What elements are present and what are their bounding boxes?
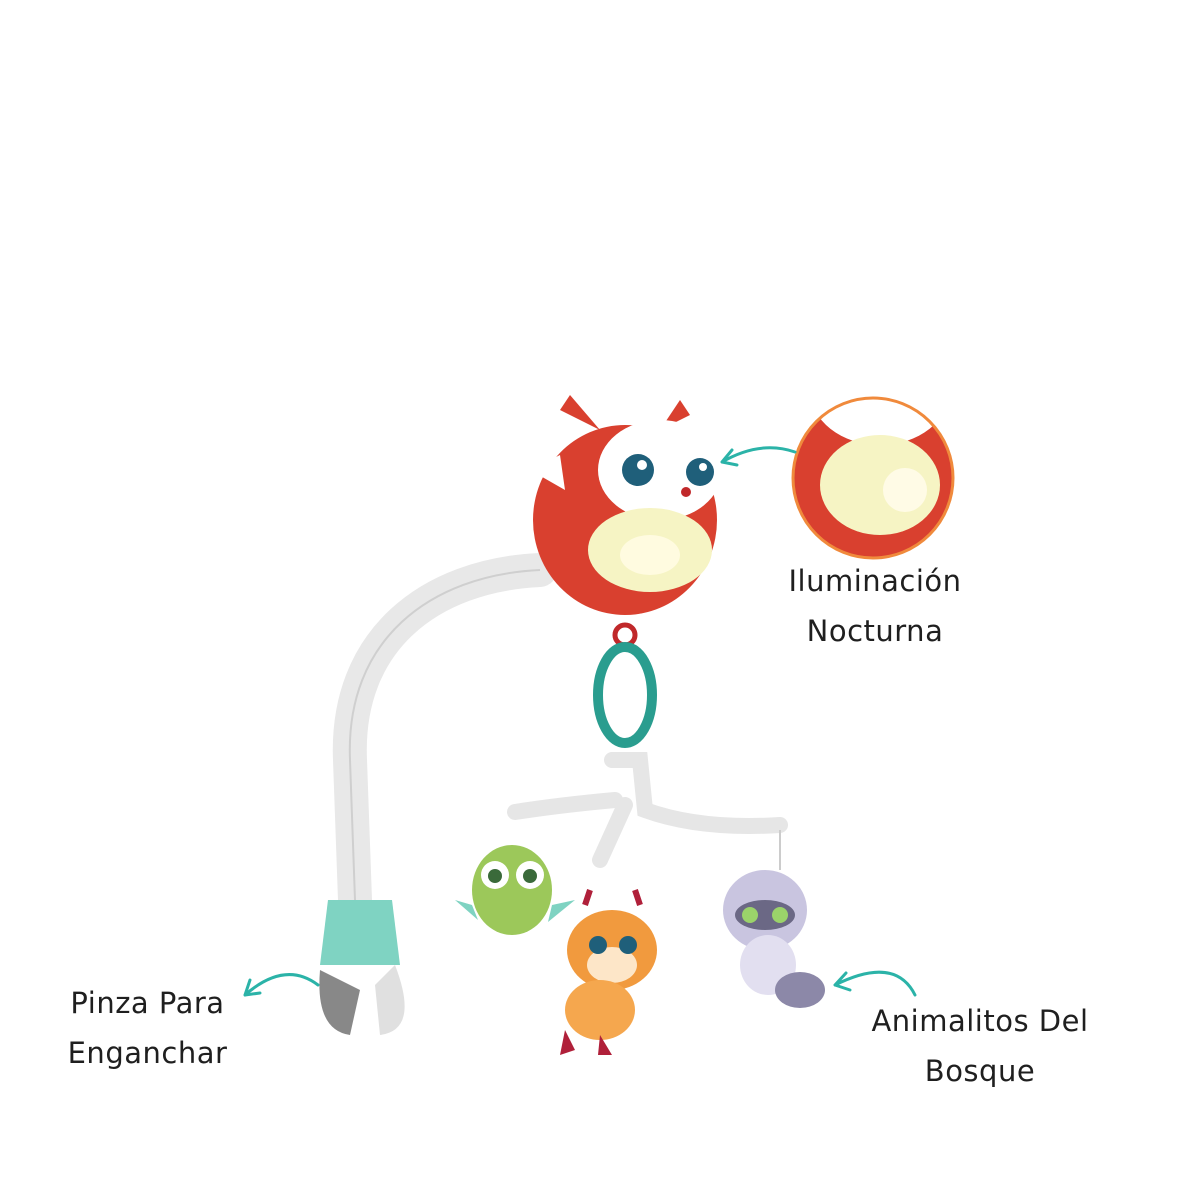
mobile-hanger: [507, 752, 788, 868]
ring: [593, 642, 657, 748]
deer-toy-icon: [560, 889, 657, 1055]
label-animals: Animalitos Del Bosque: [840, 996, 1120, 1096]
label-line: Nocturna: [806, 614, 944, 648]
arrow-animals: [833, 970, 917, 997]
clip-icon: [319, 900, 405, 1035]
fox-night-light-icon: [530, 395, 722, 615]
label-line: Animalitos Del: [871, 1004, 1089, 1038]
label-line: Pinza Para: [70, 986, 225, 1020]
label-clip: Pinza Para Enganchar: [40, 978, 255, 1078]
arrow-clip: [243, 973, 320, 997]
label-night-light: Iluminación Nocturna: [755, 556, 995, 656]
owl-toy-icon: [455, 845, 575, 935]
arrow-night-light: [720, 446, 797, 467]
label-line: Iluminación: [788, 564, 962, 598]
label-line: Bosque: [924, 1054, 1036, 1088]
label-line: Enganchar: [67, 1036, 228, 1070]
raccoon-toy-icon: [723, 870, 825, 1008]
night-light-inset: [791, 396, 955, 560]
